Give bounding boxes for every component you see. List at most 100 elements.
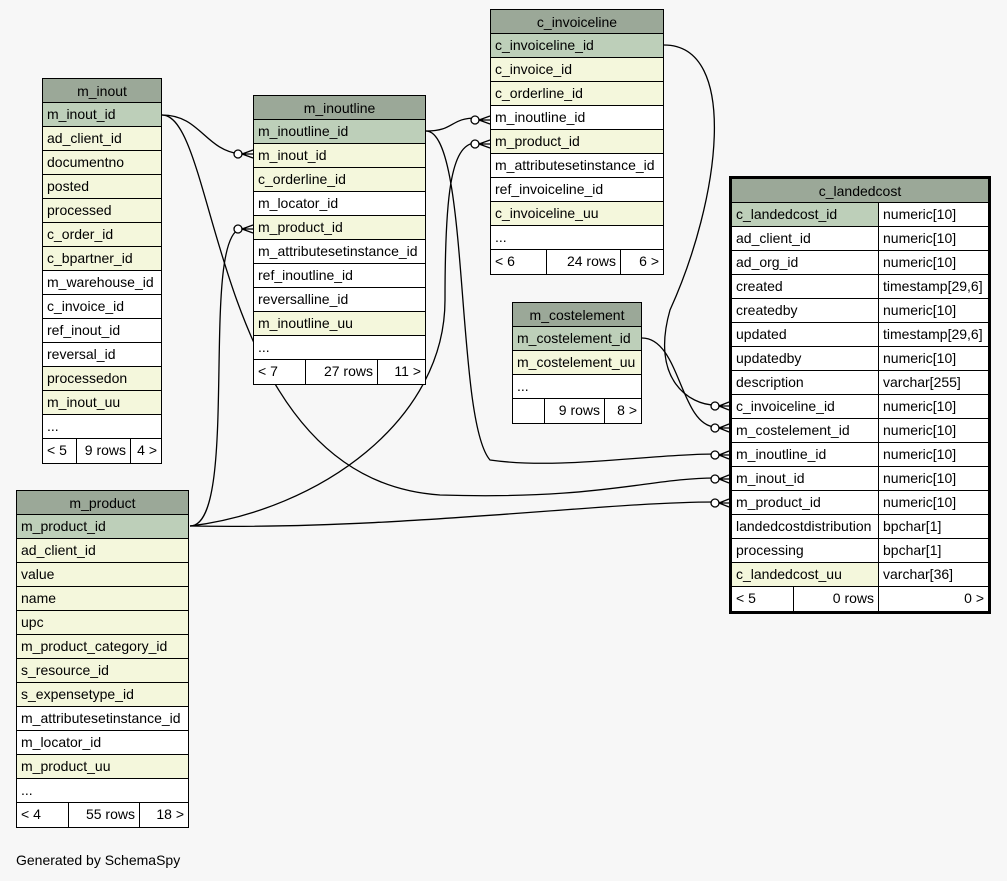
column-row[interactable]: m_locator_id (17, 731, 188, 755)
crowfoot-icon (718, 498, 730, 508)
column-row[interactable]: processed (43, 199, 161, 223)
children-count[interactable]: 8 > (617, 402, 637, 418)
more-columns-row[interactable]: ... (43, 415, 161, 439)
table-title[interactable]: c_landedcost (732, 179, 988, 203)
column-row[interactable]: documentno (43, 151, 161, 175)
column-row[interactable]: processedon (43, 367, 161, 391)
column-row[interactable]: c_invoice_id (491, 58, 663, 82)
column-type: numeric[10] (879, 395, 988, 418)
column-row[interactable]: m_locator_id (254, 192, 425, 216)
column-row[interactable]: c_orderline_id (254, 168, 425, 192)
column-type: timestamp[29,6] (879, 275, 988, 298)
column-row[interactable]: upc (17, 611, 188, 635)
parents-count[interactable]: < 6 (491, 250, 547, 274)
column-row[interactable]: m_attributesetinstance_id (491, 154, 663, 178)
column-row[interactable]: c_invoice_id (43, 295, 161, 319)
children-count[interactable]: 0 > (964, 590, 984, 606)
column-row[interactable]: ad_client_id (43, 127, 161, 151)
column-row[interactable]: ref_inoutline_id (254, 264, 425, 288)
column-row[interactable]: m_product_category_id (17, 635, 188, 659)
column-row[interactable]: value (17, 563, 188, 587)
column-row[interactable]: reversalline_id (254, 288, 425, 312)
edge-inout-to-inoutline (161, 114, 241, 155)
column-row[interactable]: m_product_id (491, 130, 663, 154)
table-title[interactable]: m_inoutline (254, 96, 425, 120)
column-row[interactable]: m_attributesetinstance_id (254, 240, 425, 264)
edge-end-circle (710, 498, 720, 508)
column-row[interactable]: ref_inout_id (43, 319, 161, 343)
column-row[interactable]: c_bpartner_id (43, 247, 161, 271)
column-row[interactable]: m_product_uu (17, 755, 188, 779)
column-row[interactable]: m_attributesetinstance_id (17, 707, 188, 731)
children-count[interactable]: 11 > (394, 363, 421, 379)
parents-count[interactable]: < 7 (254, 360, 306, 384)
column-row[interactable]: m_costelement_uu (513, 351, 641, 375)
more-columns-row[interactable]: ... (17, 779, 188, 803)
column-row[interactable]: m_inoutline_uu (254, 312, 425, 336)
column-row[interactable]: m_warehouse_id (43, 271, 161, 295)
column-row[interactable]: m_inout_id (43, 103, 161, 127)
parents-count[interactable]: < 5 (43, 439, 77, 463)
parents-count[interactable] (513, 399, 545, 423)
column-row[interactable]: m_inout_id (254, 144, 425, 168)
column-row[interactable]: c_invoiceline_id (491, 34, 663, 58)
column-row[interactable]: m_inoutline_id (254, 120, 425, 144)
crowfoot-icon (478, 139, 491, 149)
column-row[interactable]: ad_client_id (17, 539, 188, 563)
column-row[interactable]: s_expensetype_id (17, 683, 188, 707)
children-count[interactable]: 6 > (639, 253, 659, 269)
rows-count: 0 rows (794, 587, 879, 611)
children-count[interactable]: 4 > (137, 442, 157, 458)
column-name: ad_client_id (732, 227, 879, 250)
column-row[interactable]: s_resource_id (17, 659, 188, 683)
parents-count[interactable]: < 5 (732, 587, 794, 611)
column-row[interactable]: m_product_id (254, 216, 425, 240)
column-row[interactable]: posted (43, 175, 161, 199)
column-row[interactable]: c_invoiceline_uu (491, 202, 663, 226)
parents-count[interactable]: < 4 (17, 803, 69, 827)
more-columns-row[interactable]: ... (491, 226, 663, 250)
table-title[interactable]: m_inout (43, 79, 161, 103)
column-row[interactable]: name (17, 587, 188, 611)
column-row[interactable]: m_costelement_id (513, 327, 641, 351)
column-row[interactable]: m_inoutline_id (491, 106, 663, 130)
edge-product-to-inoutline (189, 228, 241, 527)
table-title[interactable]: m_costelement (513, 303, 641, 327)
column-row[interactable]: c_order_id (43, 223, 161, 247)
rows-count: 9 rows (545, 399, 605, 423)
column-row[interactable]: m_inout_uu (43, 391, 161, 415)
column-row[interactable]: c_orderline_id (491, 82, 663, 106)
table-title[interactable]: c_invoiceline (491, 10, 663, 34)
column-row[interactable]: m_product_id (17, 515, 188, 539)
table-title[interactable]: m_product (17, 491, 188, 515)
more-columns-row[interactable]: ... (254, 336, 425, 360)
column-row[interactable]: ref_invoiceline_id (491, 178, 663, 202)
children-count[interactable]: 18 > (156, 806, 184, 822)
edge-end-circle (233, 149, 243, 159)
column-row[interactable]: reversal_id (43, 343, 161, 367)
more-columns-row[interactable]: ... (513, 375, 641, 399)
